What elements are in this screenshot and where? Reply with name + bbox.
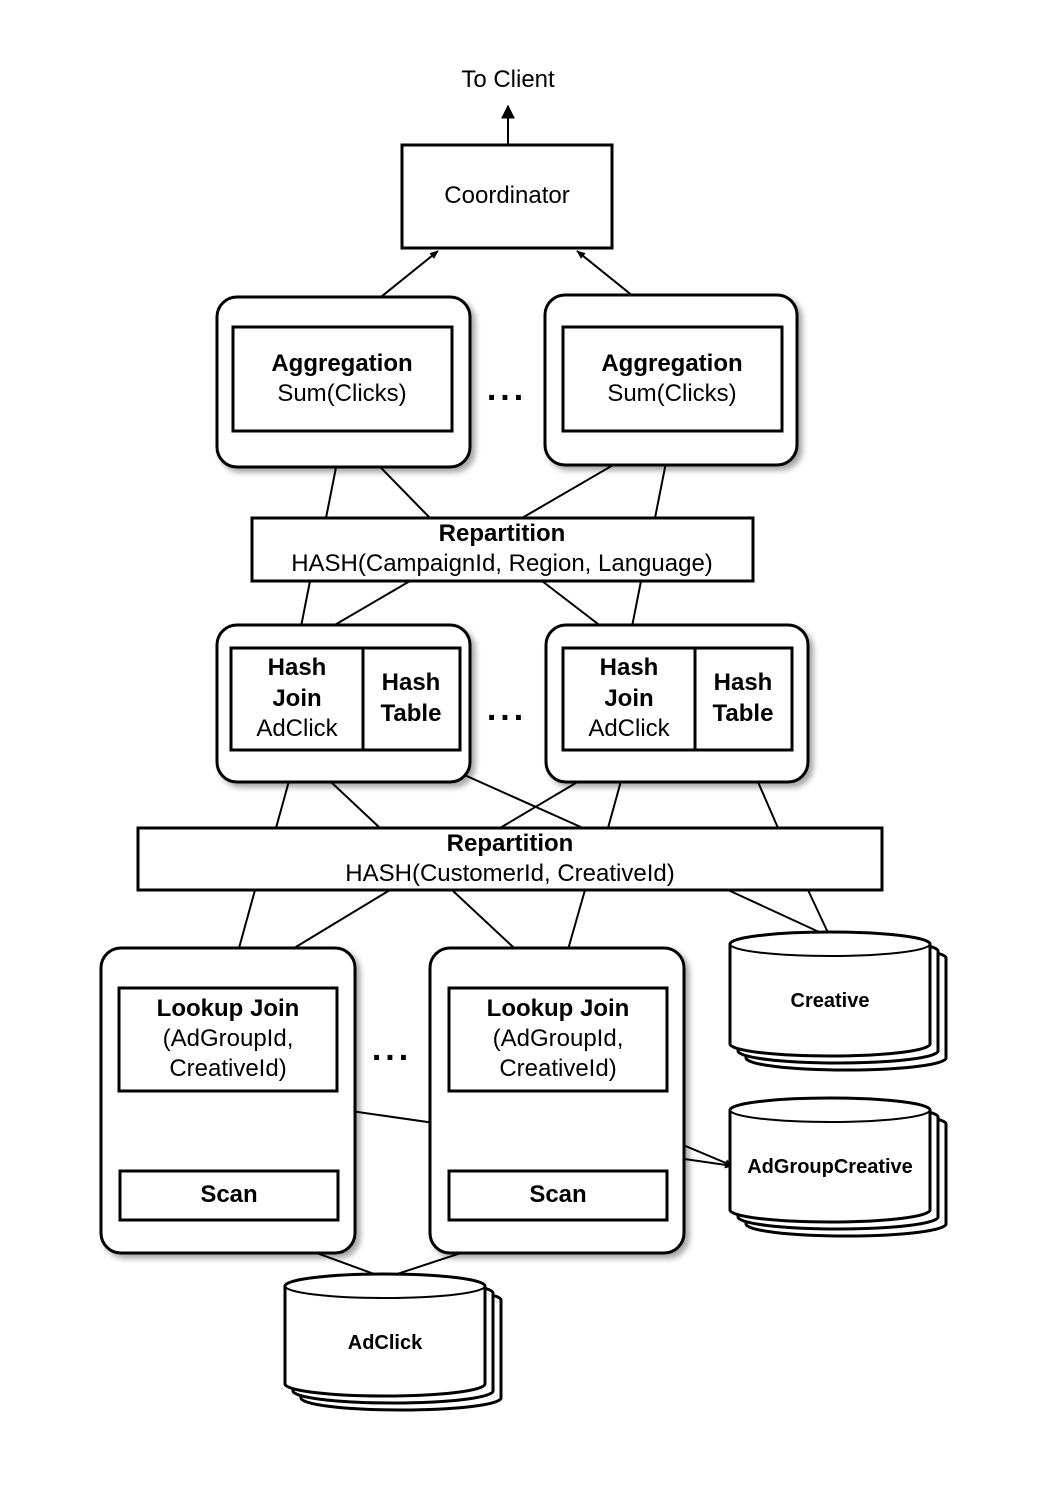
creative-label: Creative	[791, 990, 870, 1012]
repartition-top-node: Repartition HASH(CampaignId, Region, Lan…	[250, 516, 755, 583]
aggregation-fragment-right: Aggregation Sum(Clicks)	[543, 293, 799, 467]
adgroupcreative-label: AdGroupCreative	[747, 1156, 913, 1178]
scan-label: Scan	[200, 1181, 257, 1208]
repartition-top-subtitle: HASH(CampaignId, Region, Language)	[291, 550, 713, 577]
lookup-join-line3: CreativeId)	[169, 1055, 286, 1082]
lookup-join-line2: (AdGroupId,	[493, 1025, 624, 1052]
coordinator-node: Coordinator	[400, 143, 614, 250]
aggregation-subtitle: Sum(Clicks)	[607, 380, 736, 407]
adgroupcreative-table-cylinder: AdGroupCreative	[728, 1096, 948, 1238]
aggregation-title: Aggregation	[271, 350, 412, 377]
lookup-join-fragment-left: Lookup Join (AdGroupId, CreativeId) Scan	[99, 946, 357, 1255]
hash-join-line3: AdClick	[256, 715, 338, 742]
hash-join-line1: Hash	[600, 654, 659, 681]
hash-join-fragment-left: Hash Join AdClick Hash Table	[215, 623, 472, 784]
hash-join-line2: Join	[604, 685, 653, 712]
coordinator-label: Coordinator	[444, 182, 569, 209]
hash-join-fragment-right: Hash Join AdClick Hash Table	[544, 623, 810, 784]
ellipsis-hash-join: ...	[487, 690, 527, 728]
lookup-join-title: Lookup Join	[157, 995, 300, 1022]
edge-creative-to-rep-mid-a	[727, 889, 831, 938]
hash-join-line3: AdClick	[588, 715, 670, 742]
repartition-mid-subtitle: HASH(CustomerId, CreativeId)	[345, 860, 674, 887]
edge-creative-to-rep-mid-b	[807, 889, 831, 938]
repartition-top-title: Repartition	[439, 520, 566, 547]
repartition-mid-node: Repartition HASH(CustomerId, CreativeId)	[136, 826, 884, 892]
scan-label: Scan	[529, 1181, 586, 1208]
to-client-label: To Client	[461, 66, 555, 93]
hash-table-line2: Table	[381, 700, 442, 727]
hash-table-line2: Table	[713, 700, 774, 727]
hash-table-line1: Hash	[382, 669, 441, 696]
hash-table-line1: Hash	[714, 669, 773, 696]
aggregation-subtitle: Sum(Clicks)	[277, 380, 406, 407]
adclick-table-cylinder: AdClick	[283, 1272, 503, 1412]
aggregation-title: Aggregation	[601, 350, 742, 377]
lookup-join-line3: CreativeId)	[499, 1055, 616, 1082]
ellipsis-aggregation: ...	[487, 370, 527, 408]
aggregation-fragment-left: Aggregation Sum(Clicks)	[215, 295, 472, 469]
lookup-join-fragment-right: Lookup Join (AdGroupId, CreativeId) Scan	[428, 946, 686, 1255]
lookup-join-title: Lookup Join	[487, 995, 630, 1022]
lookup-join-line2: (AdGroupId,	[163, 1025, 294, 1052]
hash-join-line2: Join	[272, 685, 321, 712]
creative-table-cylinder: Creative	[728, 930, 948, 1072]
hash-join-line1: Hash	[268, 654, 327, 681]
ellipsis-lookup-join: ...	[372, 1030, 412, 1068]
repartition-mid-title: Repartition	[447, 830, 574, 857]
adclick-label: AdClick	[348, 1332, 423, 1354]
